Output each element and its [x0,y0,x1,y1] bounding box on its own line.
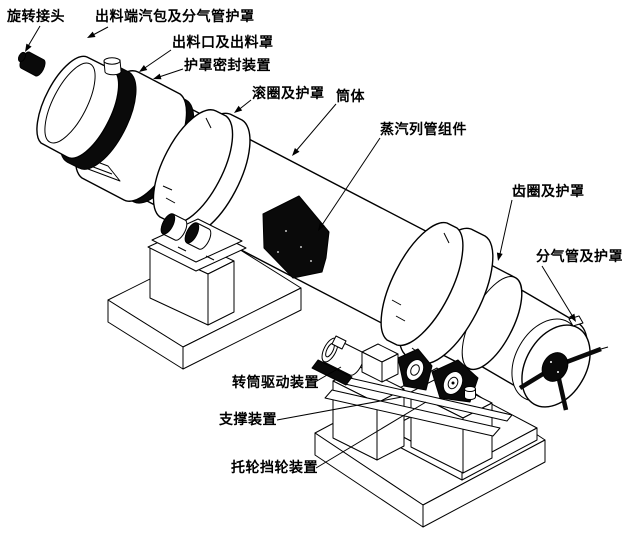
label-support-device: 支撑装置 [219,411,277,427]
gas-pipe-stub [600,346,609,350]
leader-thrust-roller [315,401,427,469]
label-drum-drive-device: 转筒驱动装置 [232,374,319,390]
steam-tube-patch [262,195,330,279]
thrust-roller-top [464,386,476,392]
arrowhead-gear-ring [496,252,503,261]
label-steam-tube-assembly: 蒸汽列管组件 [380,121,467,137]
arrowhead-gas-pipe [569,313,576,322]
discharge-end-assembly [17,51,195,204]
hub-highlight [557,371,559,373]
label-rotary-joint: 旋转接头 [7,8,65,24]
arrowhead-rolling-ring [234,105,243,113]
drive-and-roller-machinery [311,335,513,437]
station1-slab-front-right [182,287,302,370]
pinion-wheel-hub [410,364,420,376]
port-top [103,57,121,65]
rotary-joint-knob [17,51,27,63]
hub-highlight [550,361,552,363]
station2-step-front-right [461,427,538,481]
support-station-1 [107,213,302,370]
arrowhead-discharge-port [139,65,148,72]
gas-pipe-hub [541,352,569,382]
label-guard-seal-device: 护罩密封装置 [184,57,271,73]
station1-detail-ticks [177,246,215,261]
leader-lines [25,25,576,469]
leader-support [276,396,403,421]
support-station-2-base [314,366,546,528]
discharge-port [103,57,122,76]
support-roller-axle [451,381,455,385]
gearbox-side [381,353,399,383]
arrowhead-steam-drum-guard [87,31,96,38]
patch-speckle [277,251,279,253]
rotary-joint-part [17,51,46,77]
cap-rim [44,62,96,144]
gear-ring-guard [380,221,464,347]
label-cylinder-body: 筒体 [336,88,365,104]
arrowhead-steam-tubes [318,222,325,231]
station1-pedestal-side [207,260,235,326]
label-gas-pipe-guard: 分气管及护罩 [536,248,623,264]
arrowhead-cylinder [292,148,300,156]
leader-drive [314,366,342,383]
label-gear-ring-guard: 齿圈及护罩 [512,183,585,199]
station2-slab-front-right [422,439,546,528]
label-discharge-port-hood: 出料口及出料罩 [172,34,274,50]
patch-speckle [310,260,312,262]
arrowhead-guard-seal [153,73,162,80]
frame-rail-front [324,389,501,437]
label-discharge-end-guard: 出料端汽包及分气管护罩 [95,8,255,24]
support-roller-2-end [184,222,200,244]
patch-speckle [300,246,302,248]
label-rolling-ring-guard: 滚圈及护罩 [252,85,325,101]
ring-bolt-ticks [162,117,212,230]
arrowhead-rotary-joint [25,43,32,52]
gear-ring-assembly [380,221,494,365]
support-roller-1-end [160,213,176,235]
motor-junction-box [331,335,347,350]
gear-ring-ticks [391,232,450,355]
label-thrust-roller-device: 托轮挡轮装置 [231,459,318,475]
patch-speckle [285,230,287,232]
